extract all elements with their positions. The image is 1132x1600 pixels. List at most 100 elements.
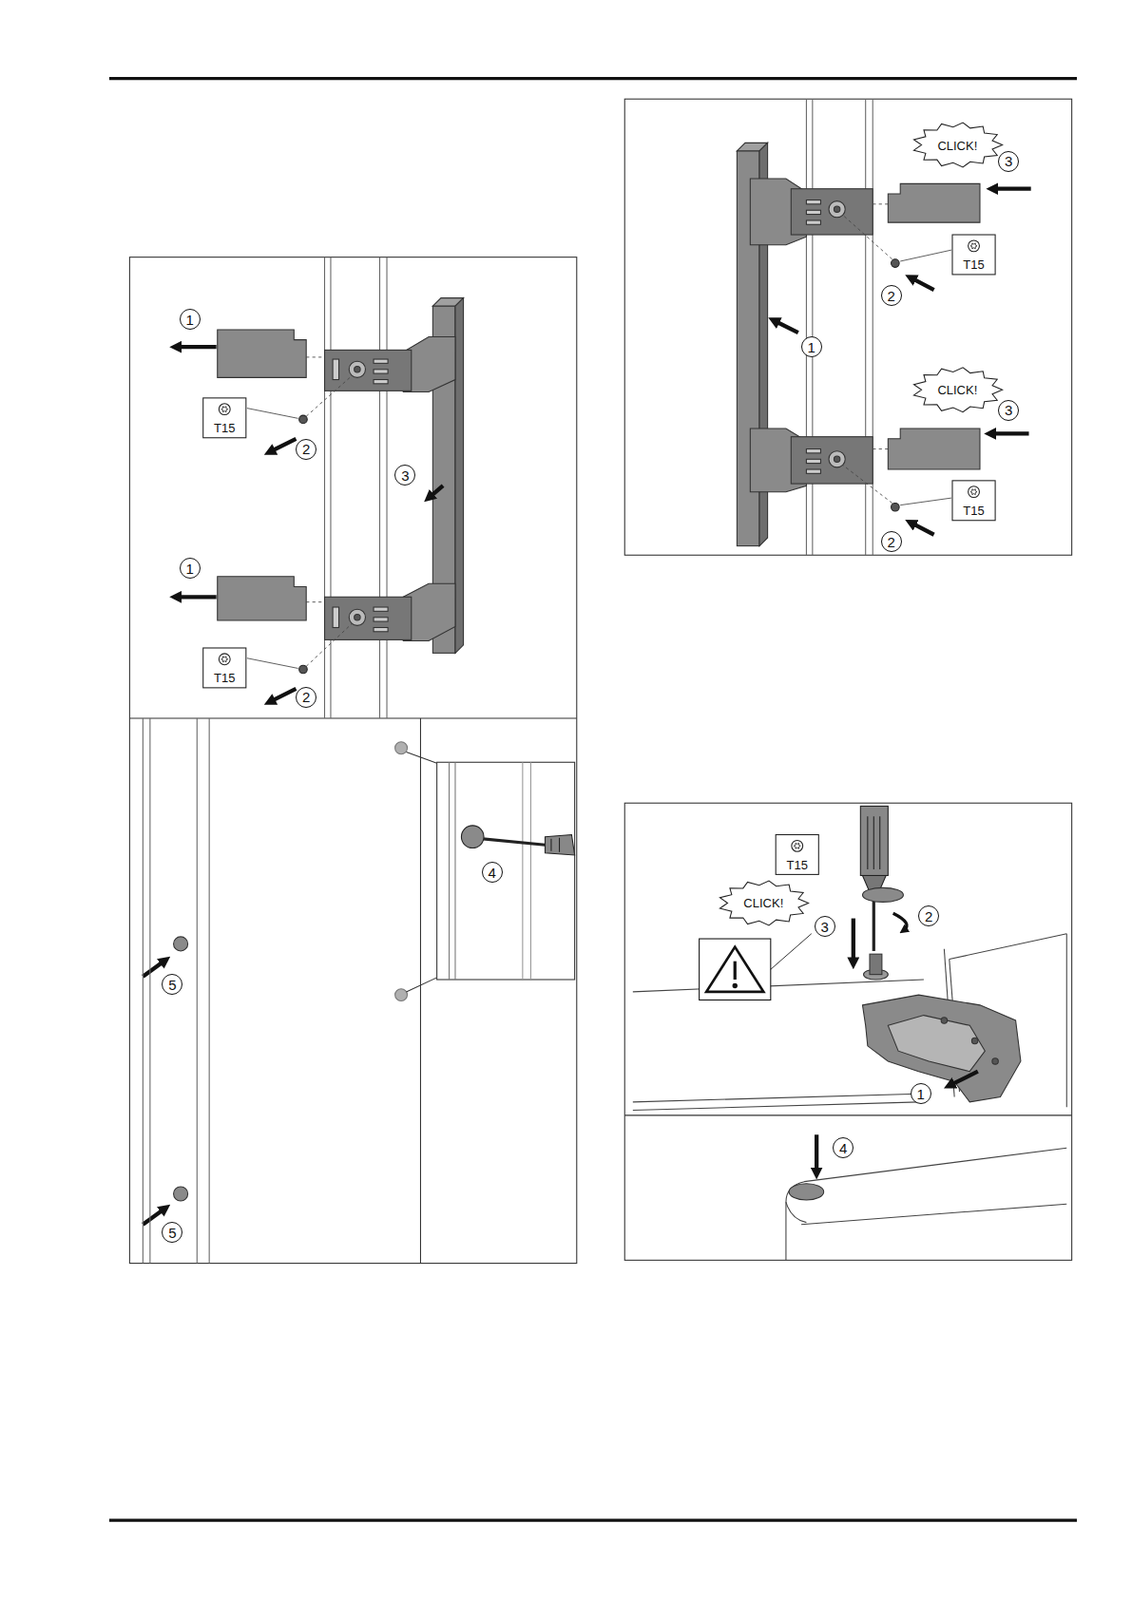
door-handle	[736, 142, 873, 546]
detail-inset-part	[405, 752, 437, 765]
detail-inset-part	[448, 762, 450, 980]
screwdriver-part	[873, 816, 875, 870]
leader-line-part	[872, 203, 888, 205]
door-handle-part	[373, 628, 388, 633]
door-edge-part	[385, 257, 387, 719]
door-edge-lower-part	[209, 718, 211, 1264]
leader-line-part	[247, 658, 299, 670]
door-edge	[805, 98, 873, 556]
tool-box-frame	[952, 234, 996, 275]
click-burst	[913, 122, 1002, 168]
callout-number: 2	[295, 439, 317, 461]
detail-inset	[405, 752, 575, 993]
screwdriver-part	[879, 816, 881, 870]
screw-part	[891, 259, 901, 269]
tool-box-frame	[952, 480, 996, 521]
tool-box	[775, 835, 819, 876]
torx-icon	[221, 406, 229, 413]
door-handle-part	[790, 189, 873, 235]
move-arrow-part	[269, 689, 297, 703]
door-handle-part	[332, 607, 339, 628]
cover-cap	[217, 329, 307, 621]
screw-hole-part	[395, 989, 408, 1002]
rotate-arrow-part	[893, 913, 907, 931]
warning-sign-part	[706, 947, 764, 993]
tool-box-frame	[203, 398, 247, 439]
leader-line	[247, 357, 353, 670]
warning-sign-part	[733, 961, 737, 980]
detail-inset-part	[437, 762, 576, 980]
move-arrow-part	[992, 187, 1032, 192]
door-handle-part	[455, 298, 464, 654]
tool-box-frame	[203, 648, 247, 689]
move-arrow-part	[142, 960, 166, 978]
door-edge-part	[864, 98, 866, 556]
callout-number: 5	[161, 974, 183, 996]
leader-line-part	[900, 498, 952, 506]
callout-number: 1	[801, 336, 823, 358]
screwdriver-part	[544, 835, 575, 856]
callout-number: 5	[161, 1222, 183, 1244]
leader-line-part	[306, 601, 325, 603]
torx-icon	[968, 486, 980, 499]
leader-line-part	[306, 623, 352, 667]
appliance-top-part	[633, 979, 924, 993]
tool-box	[203, 398, 247, 439]
torx-icon	[793, 843, 801, 849]
door-handle-part	[790, 437, 873, 484]
callout-number: 3	[997, 151, 1019, 173]
label-frames	[203, 122, 1003, 926]
cover-plug-part	[173, 937, 189, 952]
screwdriver-part	[550, 839, 552, 852]
screw-part	[299, 665, 308, 674]
cover-plug	[788, 1184, 825, 1201]
rotate-arrow	[893, 913, 907, 931]
tool-size: T15	[962, 503, 984, 517]
click-note: CLICK!	[743, 897, 784, 910]
door-edge-lower-part	[142, 718, 144, 1264]
cover-plug-part	[862, 887, 903, 902]
screwdriver-part	[460, 825, 484, 849]
torx-icon	[968, 240, 980, 252]
screw-hole	[395, 742, 408, 1002]
door-edge-lower	[142, 718, 421, 1264]
leader-line	[843, 204, 952, 506]
appliance-top-part	[633, 1102, 920, 1112]
left-panel-part	[129, 257, 576, 1265]
appliance-top-part	[1066, 934, 1068, 1109]
door-edge-lower-part	[149, 718, 151, 1264]
door-handle-part	[354, 614, 361, 621]
door-handle-part	[373, 359, 388, 364]
callout-number: 1	[179, 557, 201, 579]
torx-icon	[791, 840, 804, 852]
appliance-top-part	[949, 934, 1068, 960]
warning-sign-part	[732, 983, 737, 988]
appliance-corner-part	[786, 1148, 1067, 1261]
screwdriver	[460, 825, 575, 856]
tool-box	[203, 648, 247, 689]
move-arrow-part	[175, 594, 217, 599]
detail-inset-part	[530, 762, 532, 980]
appliance-corner-part	[786, 1202, 806, 1223]
door-handle-part	[373, 380, 388, 384]
cover-plug	[862, 887, 903, 902]
tool-size: T15	[962, 258, 984, 271]
right-bottom-panel-part	[624, 803, 1072, 1261]
callout-number: 2	[295, 687, 317, 709]
door-edge-part	[379, 257, 381, 719]
cover-cap-part	[887, 428, 980, 470]
door-handle-part	[805, 200, 821, 205]
cover-cap-part	[887, 183, 980, 223]
cover-cap-part	[217, 576, 307, 621]
door-handle-part	[805, 459, 821, 463]
door-handle-part	[805, 220, 821, 225]
door-handle-part	[805, 210, 821, 214]
move-arrow	[773, 189, 1032, 536]
warning-sign-part	[770, 934, 812, 971]
callout-number: 4	[832, 1137, 854, 1159]
tool-box-frame	[775, 835, 819, 876]
move-arrow-part	[990, 431, 1030, 436]
leader-line-part	[843, 215, 893, 260]
hinge-part	[887, 1016, 985, 1073]
callout-number: 3	[814, 916, 836, 938]
